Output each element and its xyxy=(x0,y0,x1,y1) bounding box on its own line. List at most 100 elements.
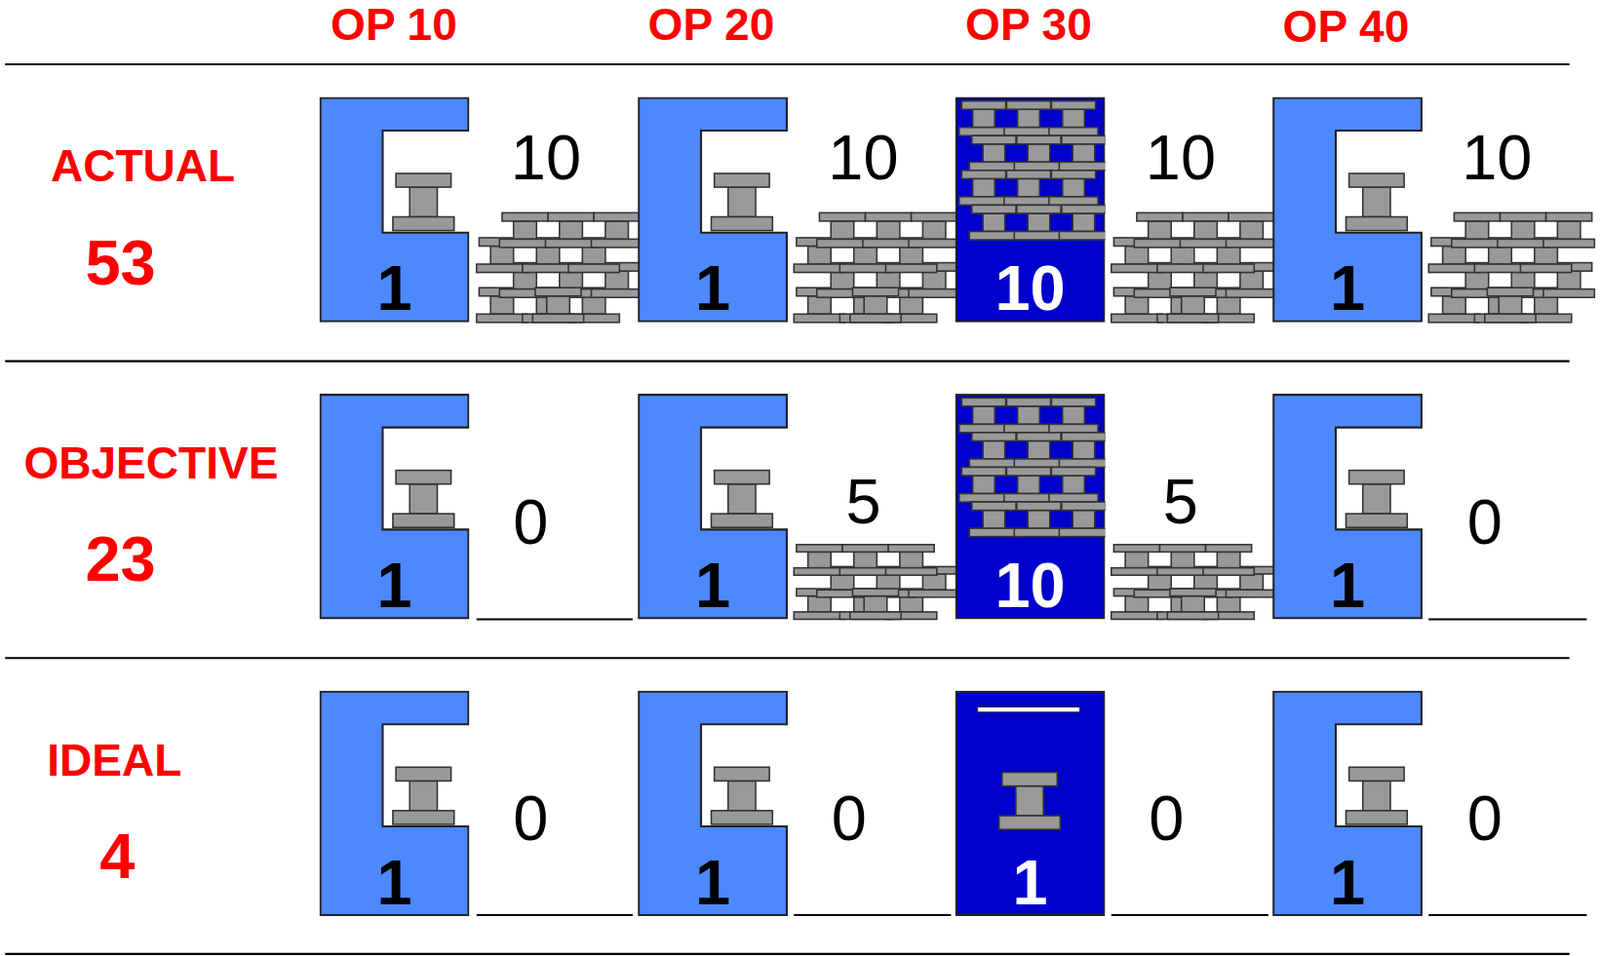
part-shape xyxy=(1194,221,1218,240)
part-icon xyxy=(1345,767,1407,825)
part-shape xyxy=(1125,246,1149,266)
part-shape xyxy=(850,313,901,323)
part-shape xyxy=(1181,596,1206,613)
machine-press: 1 xyxy=(319,96,470,322)
row-divider xyxy=(4,360,1569,363)
part-icon xyxy=(1058,204,1105,240)
part-shape xyxy=(808,246,832,266)
part-shape xyxy=(1111,264,1163,274)
part-icon xyxy=(862,212,914,248)
operation-header: OP 20 xyxy=(648,1,776,47)
part-shape xyxy=(899,551,924,568)
part-shape xyxy=(961,170,1006,180)
part-icon xyxy=(532,287,584,323)
part-shape xyxy=(522,264,574,274)
part-shape xyxy=(959,127,1009,137)
part-shape xyxy=(710,811,773,825)
part-shape xyxy=(1051,397,1095,407)
part-shape xyxy=(536,246,560,266)
machine-quantity: 10 xyxy=(955,257,1106,321)
part-shape xyxy=(982,510,1006,530)
inventory-total: 23 xyxy=(84,527,156,591)
part-shape xyxy=(1051,170,1095,180)
part-shape xyxy=(969,231,1018,240)
part-shape xyxy=(1170,551,1195,568)
machine-quantity: 1 xyxy=(1272,851,1423,915)
part-shape xyxy=(1004,424,1054,433)
part-shape xyxy=(1027,510,1051,530)
part-icon xyxy=(710,173,773,232)
part-shape xyxy=(1498,296,1522,315)
buffer-count: 0 xyxy=(1463,786,1507,851)
part-shape xyxy=(1016,204,1061,214)
part-shape xyxy=(839,568,891,577)
part-shape xyxy=(499,238,550,248)
part-shape xyxy=(973,406,996,426)
part-shape xyxy=(591,289,643,299)
part-shape xyxy=(1006,170,1051,180)
part-shape xyxy=(1216,246,1241,266)
part-shape xyxy=(911,212,958,222)
part-shape xyxy=(1345,811,1407,825)
part-shape xyxy=(1016,432,1061,442)
part-icon xyxy=(1014,432,1063,469)
part-shape xyxy=(1006,101,1051,111)
part-shape xyxy=(1148,574,1172,590)
part-shape xyxy=(1546,212,1593,222)
part-shape xyxy=(392,513,455,528)
machine-press: 1 xyxy=(1272,393,1423,620)
part-shape xyxy=(714,767,771,781)
part-icon xyxy=(959,467,1009,503)
part-shape xyxy=(559,271,584,290)
part-shape xyxy=(1113,545,1160,553)
part-shape xyxy=(972,502,1016,511)
operation-header: OP 10 xyxy=(330,1,458,47)
part-shape xyxy=(1125,551,1149,568)
part-icon xyxy=(1014,502,1063,538)
part-icon xyxy=(1111,545,1163,576)
part-shape xyxy=(1072,510,1095,530)
machine-quantity: 1 xyxy=(319,851,470,915)
part-shape xyxy=(1157,264,1209,274)
part-shape xyxy=(710,217,773,232)
part-shape xyxy=(982,213,1006,233)
part-icon xyxy=(591,212,643,248)
part-shape xyxy=(1511,221,1535,240)
part-shape xyxy=(1228,212,1275,222)
part-shape xyxy=(1004,127,1054,137)
empty-buffer-line xyxy=(1428,914,1587,917)
part-shape xyxy=(808,596,832,613)
buffer-count: 10 xyxy=(823,126,903,191)
part-shape xyxy=(1014,161,1063,171)
part-shape xyxy=(1543,238,1595,248)
part-icon xyxy=(1004,397,1054,433)
part-shape xyxy=(959,424,1009,433)
part-icon xyxy=(1484,287,1536,323)
machine-quantity: 1 xyxy=(319,257,470,321)
part-icon xyxy=(1014,204,1063,240)
part-shape xyxy=(922,271,946,290)
machine-quantity: 10 xyxy=(955,553,1106,618)
part-shape xyxy=(591,238,643,248)
part-shape xyxy=(961,101,1006,111)
machine-press: 1 xyxy=(1272,691,1423,917)
part-icon xyxy=(1225,212,1277,248)
part-icon xyxy=(850,287,901,323)
part-icon xyxy=(1179,212,1231,248)
part-shape xyxy=(1062,475,1086,495)
part-shape xyxy=(850,612,901,621)
part-icon xyxy=(850,588,901,620)
part-shape xyxy=(973,178,996,197)
part-shape xyxy=(1216,296,1241,315)
part-shape xyxy=(582,296,606,315)
part-shape xyxy=(885,264,937,274)
part-shape xyxy=(1443,246,1467,266)
buffer-count: 0 xyxy=(508,786,552,851)
part-shape xyxy=(409,484,437,514)
part-shape xyxy=(1167,313,1218,323)
part-shape xyxy=(1051,467,1095,476)
row-divider xyxy=(4,953,1569,956)
part-icon xyxy=(1167,287,1218,323)
operation-header: OP 40 xyxy=(1283,3,1410,49)
part-shape xyxy=(863,296,888,315)
